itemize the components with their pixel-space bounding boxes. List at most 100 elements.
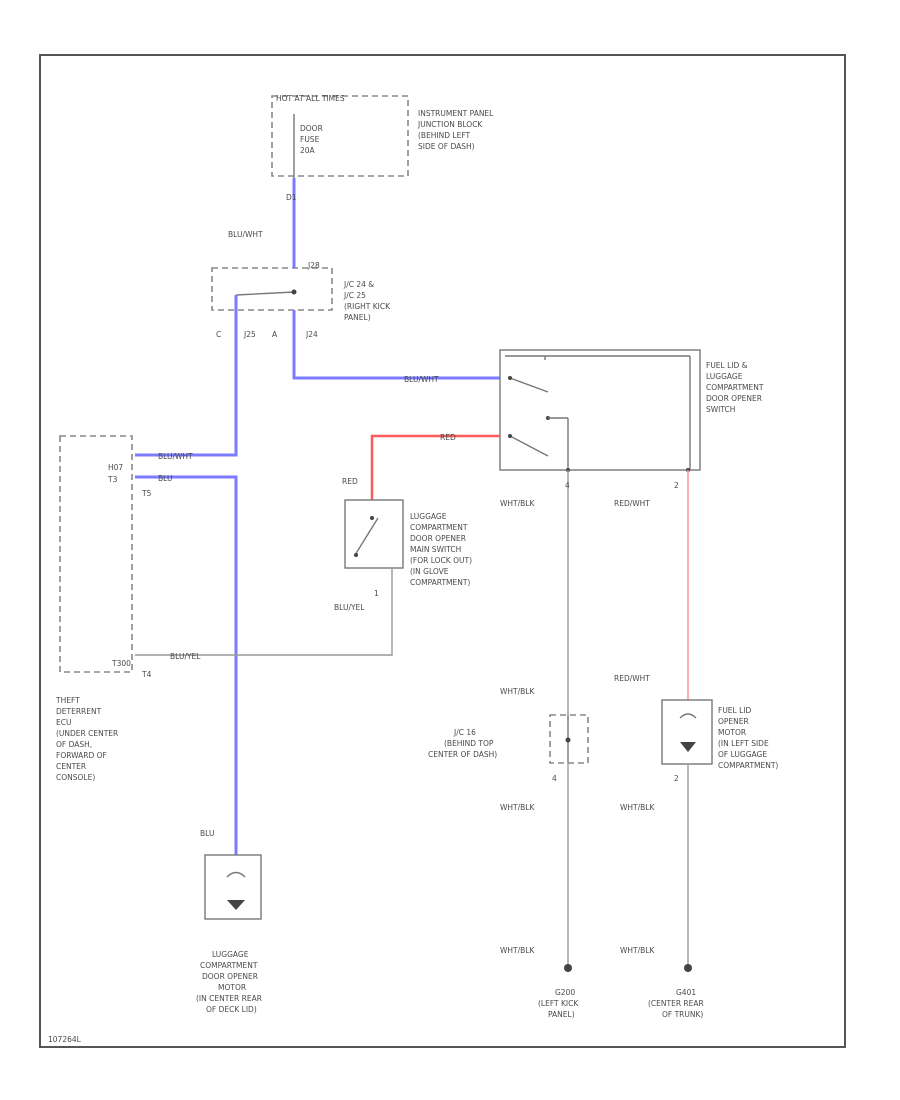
- fuel-lid-opener-motor: [661, 699, 713, 765]
- label-fuel-motor-3: MOTOR: [718, 728, 746, 737]
- label-wire-red-wht-1: RED/WHT: [614, 499, 650, 508]
- label-main-sw-3: DOOR OPENER: [410, 534, 466, 543]
- label-gnd2-2: (CENTER REAR: [648, 999, 704, 1008]
- label-lug-motor-1: LUGGAGE: [212, 950, 249, 959]
- label-fuel-motor-6: COMPARTMENT): [718, 761, 778, 770]
- label-lug-motor-6: OF DECK LID): [206, 1005, 257, 1014]
- label-fuel-motor-1: FUEL LID: [718, 706, 751, 715]
- label-ecu-pin-2: T3: [107, 475, 118, 484]
- label-wire-blu-wht-1: BLU/WHT: [228, 230, 263, 239]
- label-jc-pin-c: C: [216, 330, 221, 339]
- label-ecu-5: OF DASH,: [56, 740, 92, 749]
- label-ecu-1: THEFT: [55, 696, 80, 705]
- label-jc-pin-a: A: [272, 330, 278, 339]
- label-jc-pin-j24: J24: [305, 330, 318, 339]
- label-ecu-7: CENTER: [56, 762, 86, 771]
- label-ecu-pin-5: T4: [141, 670, 152, 679]
- wire-blu-wht-switch: [292, 310, 500, 380]
- label-jc16-1: J/C 16: [453, 728, 476, 737]
- label-ipjb-3: (BEHIND LEFT: [418, 131, 471, 140]
- label-jc-4: PANEL): [344, 313, 371, 322]
- label-lug-motor-4: MOTOR: [218, 983, 246, 992]
- label-wire-red-wht-2: RED/WHT: [614, 674, 650, 683]
- label-lug-motor-3: DOOR OPENER: [202, 972, 258, 981]
- label-fuse-word: FUSE: [300, 135, 320, 144]
- label-jc-top-pin: J28: [307, 261, 320, 270]
- label-ecu-pin-3: T5: [141, 489, 152, 498]
- label-sw-pin-2: 2: [674, 481, 679, 490]
- label-gnd1-2: (LEFT KICK: [538, 999, 579, 1008]
- label-jc16-pin: 4: [552, 774, 557, 783]
- label-wire-wht-blk-5: WHT/BLK: [500, 946, 535, 955]
- label-ecu-4: (UNDER CENTER: [56, 729, 118, 738]
- wire-blu-yel: [135, 568, 393, 656]
- label-wire-wht-blk-3: WHT/BLK: [500, 803, 535, 812]
- diagram-frame: [39, 54, 846, 1048]
- label-ipjb-1: INSTRUMENT PANEL: [418, 109, 494, 118]
- label-ipjb-4: SIDE OF DASH): [418, 142, 475, 151]
- label-jc-1: J/C 24 &: [343, 280, 374, 289]
- label-fuel-motor-4: (IN LEFT SIDE: [718, 739, 769, 748]
- label-gnd1-1: G200: [555, 988, 575, 997]
- label-main-sw-6: (IN GLOVE: [410, 567, 449, 576]
- label-fuel-sw-1: FUEL LID &: [706, 361, 748, 370]
- label-fuse-power: HOT AT ALL TIMES: [276, 94, 345, 103]
- label-wire-blu-2: BLU: [200, 829, 214, 838]
- wire-blu-motor: [135, 475, 238, 855]
- instrument-panel-junction-block: [271, 95, 409, 178]
- label-fuel-motor-2: OPENER: [718, 717, 749, 726]
- fuel-lid-door-opener-switch: [499, 349, 701, 472]
- label-fuel-sw-3: COMPARTMENT: [706, 383, 764, 392]
- label-main-sw-pin: 1: [374, 589, 379, 598]
- label-wire-blu-yel-2: BLU/YEL: [170, 652, 201, 661]
- label-wire-blu-wht-2: BLU/WHT: [404, 375, 439, 384]
- label-jc-pin-j25: J25: [243, 330, 256, 339]
- label-fuel-sw-4: DOOR OPENER: [706, 394, 762, 403]
- label-motor-pin: 2: [674, 774, 679, 783]
- label-main-sw-5: (FOR LOCK OUT): [410, 556, 472, 565]
- theft-deterrent-ecu: [59, 435, 133, 673]
- label-wire-red-2: RED: [342, 477, 358, 486]
- label-jc-3: (RIGHT KICK: [344, 302, 391, 311]
- label-wire-wht-blk-4: WHT/BLK: [620, 803, 655, 812]
- label-main-sw-1: LUGGAGE: [410, 512, 447, 521]
- label-fuel-sw-2: LUGGAGE: [706, 372, 743, 381]
- label-wire-wht-blk-2: WHT/BLK: [500, 687, 535, 696]
- label-ipjb-2: JUNCTION BLOCK: [417, 120, 483, 129]
- label-gnd2-1: G401: [676, 988, 696, 997]
- label-jc-2: J/C 25: [343, 291, 366, 300]
- label-jc16-3: CENTER OF DASH): [428, 750, 497, 759]
- label-ecu-2: DETERRENT: [56, 707, 102, 716]
- label-corner-id: 107264L: [48, 1035, 82, 1044]
- luggage-main-switch: [344, 499, 404, 569]
- junction-connector-16: [549, 714, 589, 764]
- wire-red: [370, 434, 500, 500]
- label-ecu-3: ECU: [56, 718, 71, 727]
- label-wire-blu-wht-3: BLU/WHT: [158, 452, 193, 461]
- label-fuse-name: DOOR: [300, 124, 323, 133]
- label-sw-pin-4: 4: [565, 481, 570, 490]
- label-main-sw-7: COMPARTMENT): [410, 578, 470, 587]
- label-fuse-rating: 20A: [300, 146, 316, 155]
- ground-g200: [564, 964, 572, 972]
- label-main-sw-4: MAIN SWITCH: [410, 545, 461, 554]
- label-gnd1-3: PANEL): [548, 1010, 575, 1019]
- label-gnd2-3: OF TRUNK): [662, 1010, 703, 1019]
- label-main-sw-2: COMPARTMENT: [410, 523, 468, 532]
- label-fuse-pin: D1: [286, 193, 297, 202]
- label-ecu-8: CONSOLE): [56, 773, 95, 782]
- ground-g401: [684, 964, 692, 972]
- label-ecu-6: FORWARD OF: [56, 751, 107, 760]
- label-ecu-pin-1: H07: [108, 463, 123, 472]
- label-wire-wht-blk-6: WHT/BLK: [620, 946, 655, 955]
- label-fuel-sw-5: SWITCH: [706, 405, 735, 414]
- label-jc16-2: (BEHIND TOP: [444, 739, 494, 748]
- label-fuel-motor-5: OF LUGGAGE: [718, 750, 767, 759]
- label-lug-motor-2: COMPARTMENT: [200, 961, 258, 970]
- label-lug-motor-5: (IN CENTER REAR: [196, 994, 262, 1003]
- junction-connector-24-25: [211, 267, 333, 311]
- label-wire-blu-1: BLU: [158, 474, 172, 483]
- label-ecu-pin-4: T300: [111, 659, 131, 668]
- luggage-door-opener-motor: [204, 854, 262, 920]
